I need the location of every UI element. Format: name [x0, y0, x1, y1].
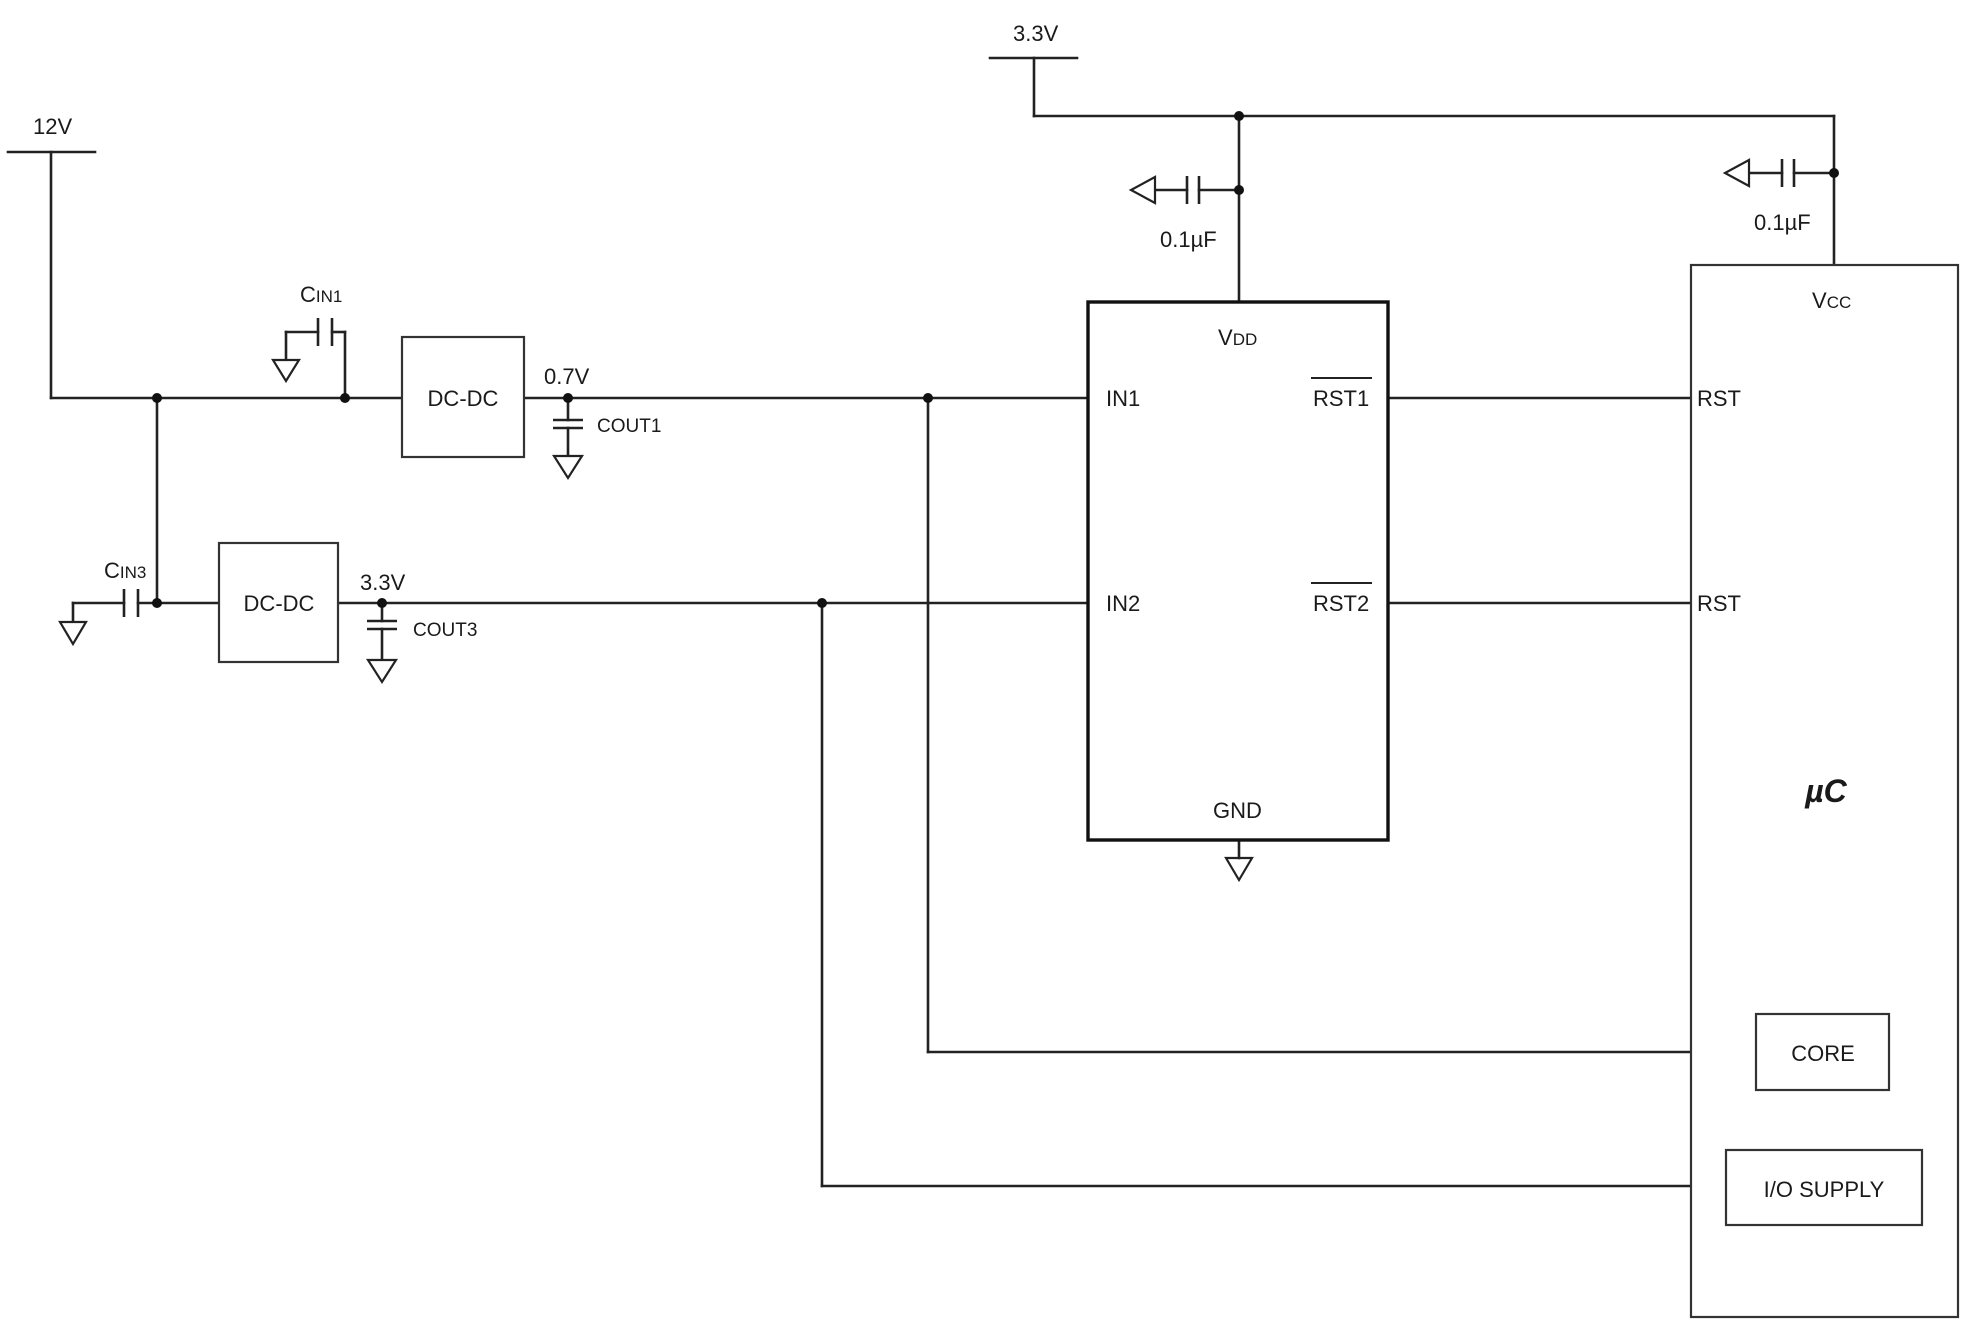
junction-dot — [817, 598, 827, 608]
uc-rst-label-1: RST — [1697, 386, 1741, 411]
voltage-supervisor: VDD IN1 IN2 RST1 RST2 GND — [1086, 300, 1390, 842]
dcdc-1-box — [400, 335, 526, 459]
dcdc-1-label: DC-DC — [428, 386, 499, 411]
ground-icon — [58, 620, 88, 647]
ground-icon — [271, 358, 301, 384]
supervisor-rst2-label: RST2 — [1313, 591, 1369, 616]
cap-cout3-symbol — [367, 619, 397, 631]
junction-dot — [923, 393, 933, 403]
cap-cout1-symbol — [553, 418, 583, 430]
rail-12v-label: 12V — [33, 114, 72, 139]
junction-dot — [152, 393, 162, 403]
capacitors — [122, 159, 1796, 631]
junction-dot — [152, 598, 162, 608]
cin3-label: CIN3 — [104, 558, 146, 583]
decouple-supervisor-label: 0.1µF — [1160, 227, 1217, 252]
uc-name-label: µC — [1804, 773, 1847, 809]
uc-vcc-label: VCC — [1812, 288, 1851, 313]
core-label: CORE — [1791, 1041, 1855, 1066]
cout1-label: COUT1 — [597, 416, 661, 437]
cin1-label: CIN1 — [300, 282, 342, 307]
dcdc-3-label: DC-DC — [244, 591, 315, 616]
cout3-label: COUT3 — [413, 620, 477, 641]
dcdc-3-box — [217, 541, 340, 664]
rail-33v-label: 3.3V — [1013, 21, 1059, 46]
supervisor-vdd-label: VDD — [1218, 325, 1257, 350]
junction-dot — [563, 393, 573, 403]
junction-dot — [377, 598, 387, 608]
io-supply-box — [1724, 1148, 1924, 1227]
supervisor-gnd-label: GND — [1213, 798, 1262, 823]
ground-icon — [1224, 856, 1254, 883]
supervisor-in1-label: IN1 — [1106, 386, 1140, 411]
junction-dot — [1829, 168, 1839, 178]
uc-rst-label-2: RST — [1697, 591, 1741, 616]
microcontroller-box — [1689, 263, 1960, 1319]
grounds — [58, 158, 1751, 883]
ground-icon — [1128, 175, 1157, 205]
labels: 12V 3.3V CIN1 CIN3 0.7V 3.3V COUT1 COUT3… — [33, 21, 1811, 641]
ground-icon — [551, 454, 585, 481]
cap-decouple-supervisor-symbol — [1185, 176, 1201, 204]
cap-cin3-symbol — [122, 589, 140, 617]
decouple-uc-label: 0.1µF — [1754, 210, 1811, 235]
supervisor-box — [1086, 300, 1390, 842]
core-box — [1754, 1012, 1891, 1092]
cap-cin1-symbol — [316, 318, 334, 346]
junction-dot — [340, 393, 350, 403]
junction-dot — [1234, 185, 1244, 195]
ground-icon — [1722, 158, 1751, 188]
junction-dot — [1234, 111, 1244, 121]
dcdc-converter-1: DC-DC — [400, 335, 526, 459]
out3-voltage-label: 3.3V — [360, 570, 406, 595]
cap-decouple-uc-symbol — [1780, 159, 1796, 187]
dcdc-converter-3: DC-DC — [217, 541, 340, 664]
ground-icon — [365, 658, 399, 685]
junctions — [152, 111, 1839, 608]
supervisor-in2-label: IN2 — [1106, 591, 1140, 616]
microcontroller: VCC RST RST µC CORE I/O SUPPLY — [1689, 263, 1960, 1319]
supervisor-rst1-label: RST1 — [1313, 386, 1369, 411]
out1-voltage-label: 0.7V — [544, 364, 590, 389]
wires — [6, 56, 1836, 1188]
io-supply-label: I/O SUPPLY — [1764, 1177, 1885, 1202]
